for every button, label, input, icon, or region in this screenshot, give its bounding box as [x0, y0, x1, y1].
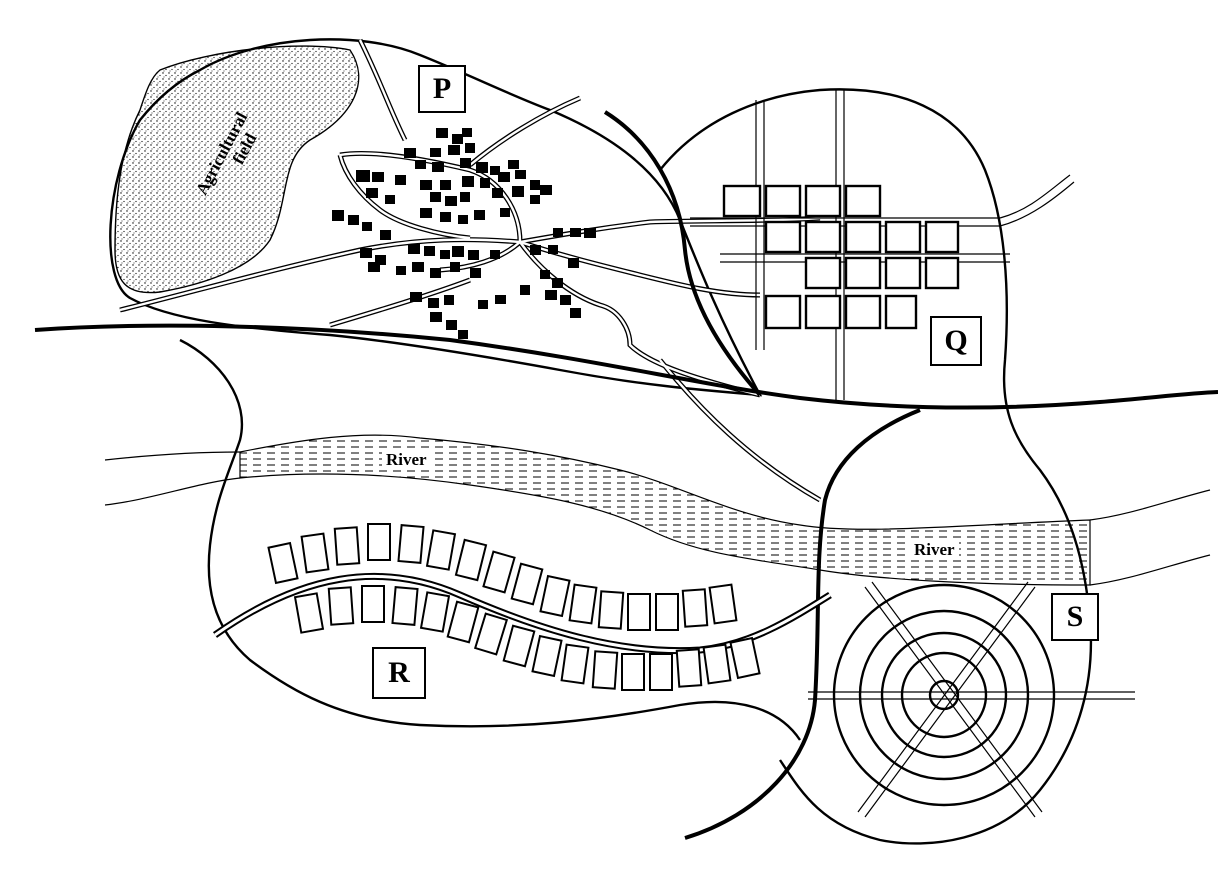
- label-q: Q: [930, 316, 982, 366]
- blocks-q: [722, 184, 960, 330]
- roads-q: [690, 90, 1075, 400]
- river-line-right-bottom: [1089, 554, 1211, 586]
- settlement-s-radials: [808, 581, 1135, 818]
- houses-p: [332, 128, 596, 339]
- settlement-r-boundary: [179, 338, 801, 741]
- river-line-left-top: [104, 451, 241, 461]
- river-label-upper: River: [382, 450, 431, 470]
- settlement-s-rings: [832, 583, 1056, 807]
- label-r: R: [372, 647, 426, 699]
- highway-curve-bottom: [684, 408, 921, 840]
- agricultural-field: [114, 45, 360, 294]
- label-p: P: [418, 65, 466, 113]
- settlement-q-boundary: [659, 88, 1093, 845]
- river-line-right-top: [1089, 489, 1211, 521]
- road-r-inner: [214, 574, 831, 653]
- upper-river-area: [239, 434, 1091, 586]
- houses-r: [267, 523, 761, 691]
- settlement-p-boundary: [109, 38, 763, 397]
- highway-curve-top: [603, 110, 762, 397]
- highway-horizontal: [34, 323, 1218, 410]
- label-s: S: [1051, 593, 1099, 641]
- river-label-lower: River: [910, 540, 959, 560]
